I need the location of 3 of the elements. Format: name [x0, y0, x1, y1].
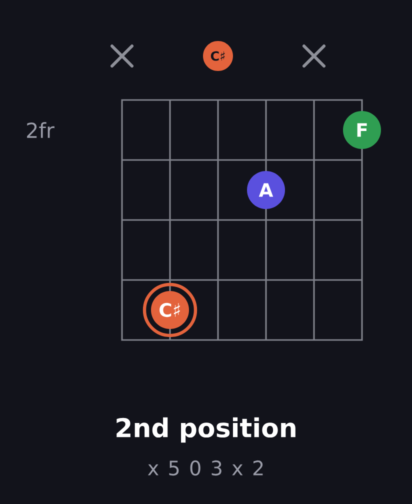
fret-number: 2fr [27, 122, 54, 138]
fingering-text: x 5 0 3 x 2 [148, 460, 263, 476]
chord-title: 2nd position [116, 417, 296, 443]
